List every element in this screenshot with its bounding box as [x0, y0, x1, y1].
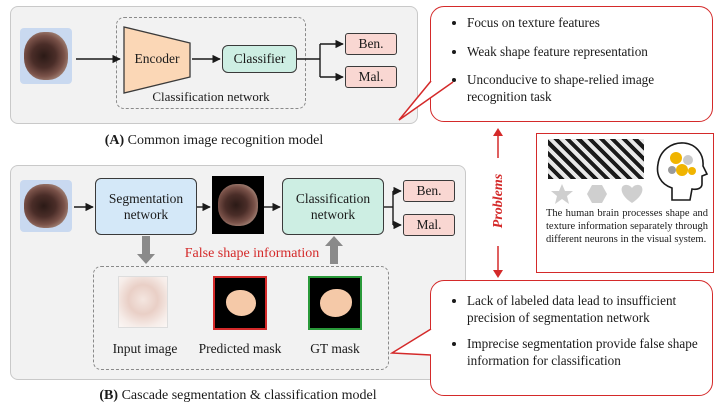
top-problems-callout: Focus on texture features Weak shape fea…	[430, 6, 713, 122]
false-shape-information-label: False shape information	[184, 246, 320, 261]
predicted-mask-label: Predicted mask	[198, 341, 282, 357]
bottom-flow-arrows	[74, 186, 402, 264]
encoder-block	[123, 26, 191, 94]
problem-weak-shape: Weak shape feature representation	[467, 44, 700, 61]
common-model-panel	[10, 6, 418, 124]
bottom-input-lesion-image	[20, 180, 72, 232]
mask-comparison-group	[93, 266, 389, 370]
dermoscopy-input-image	[118, 276, 168, 328]
caption-b: (B) Cascade segmentation & classificatio…	[99, 388, 377, 403]
bottom-problems-callout: Lack of labeled data lead to insufficien…	[430, 280, 713, 396]
top-malignant-output: Mal.	[345, 66, 397, 88]
problems-label: Problems	[491, 173, 506, 229]
bottom-callout-tail	[390, 328, 432, 356]
input-image-label: Input image	[112, 341, 178, 357]
classification-network-block: Classification network	[282, 178, 384, 235]
shape-icons	[551, 184, 643, 204]
segmentation-network-block: Segmentation network	[95, 178, 197, 235]
bottom-benign-output: Ben.	[403, 180, 455, 202]
encoder-label: Encoder	[134, 51, 180, 67]
top-callout-tail	[398, 80, 454, 121]
gt-mask-image	[308, 276, 362, 330]
predicted-mask-image	[213, 276, 267, 330]
top-benign-output: Ben.	[345, 33, 397, 55]
top-flow-arrows	[76, 39, 344, 82]
problem-imprecise-segmentation: Imprecise segmentation provide false sha…	[467, 336, 700, 369]
problem-shape-task: Unconducive to shape-relied image recogn…	[467, 72, 700, 105]
top-input-lesion-image	[20, 28, 72, 84]
classification-network-label: Classification network	[152, 88, 270, 104]
brain-gears-icon	[656, 142, 708, 201]
problem-labeled-data: Lack of labeled data lead to insufficien…	[467, 293, 700, 326]
caption-a: (A) Common image recognition model	[104, 133, 324, 148]
brain-description-text: The human brain processes shape and text…	[546, 208, 708, 245]
problem-texture-focus: Focus on texture features	[467, 15, 700, 32]
bottom-malignant-output: Mal.	[403, 214, 455, 236]
problems-double-arrow	[493, 128, 503, 278]
gt-mask-label: GT mask	[310, 341, 360, 357]
classifier-block: Classifier	[222, 45, 297, 73]
segmented-lesion-image	[212, 176, 264, 234]
texture-patterns-image	[548, 139, 644, 179]
